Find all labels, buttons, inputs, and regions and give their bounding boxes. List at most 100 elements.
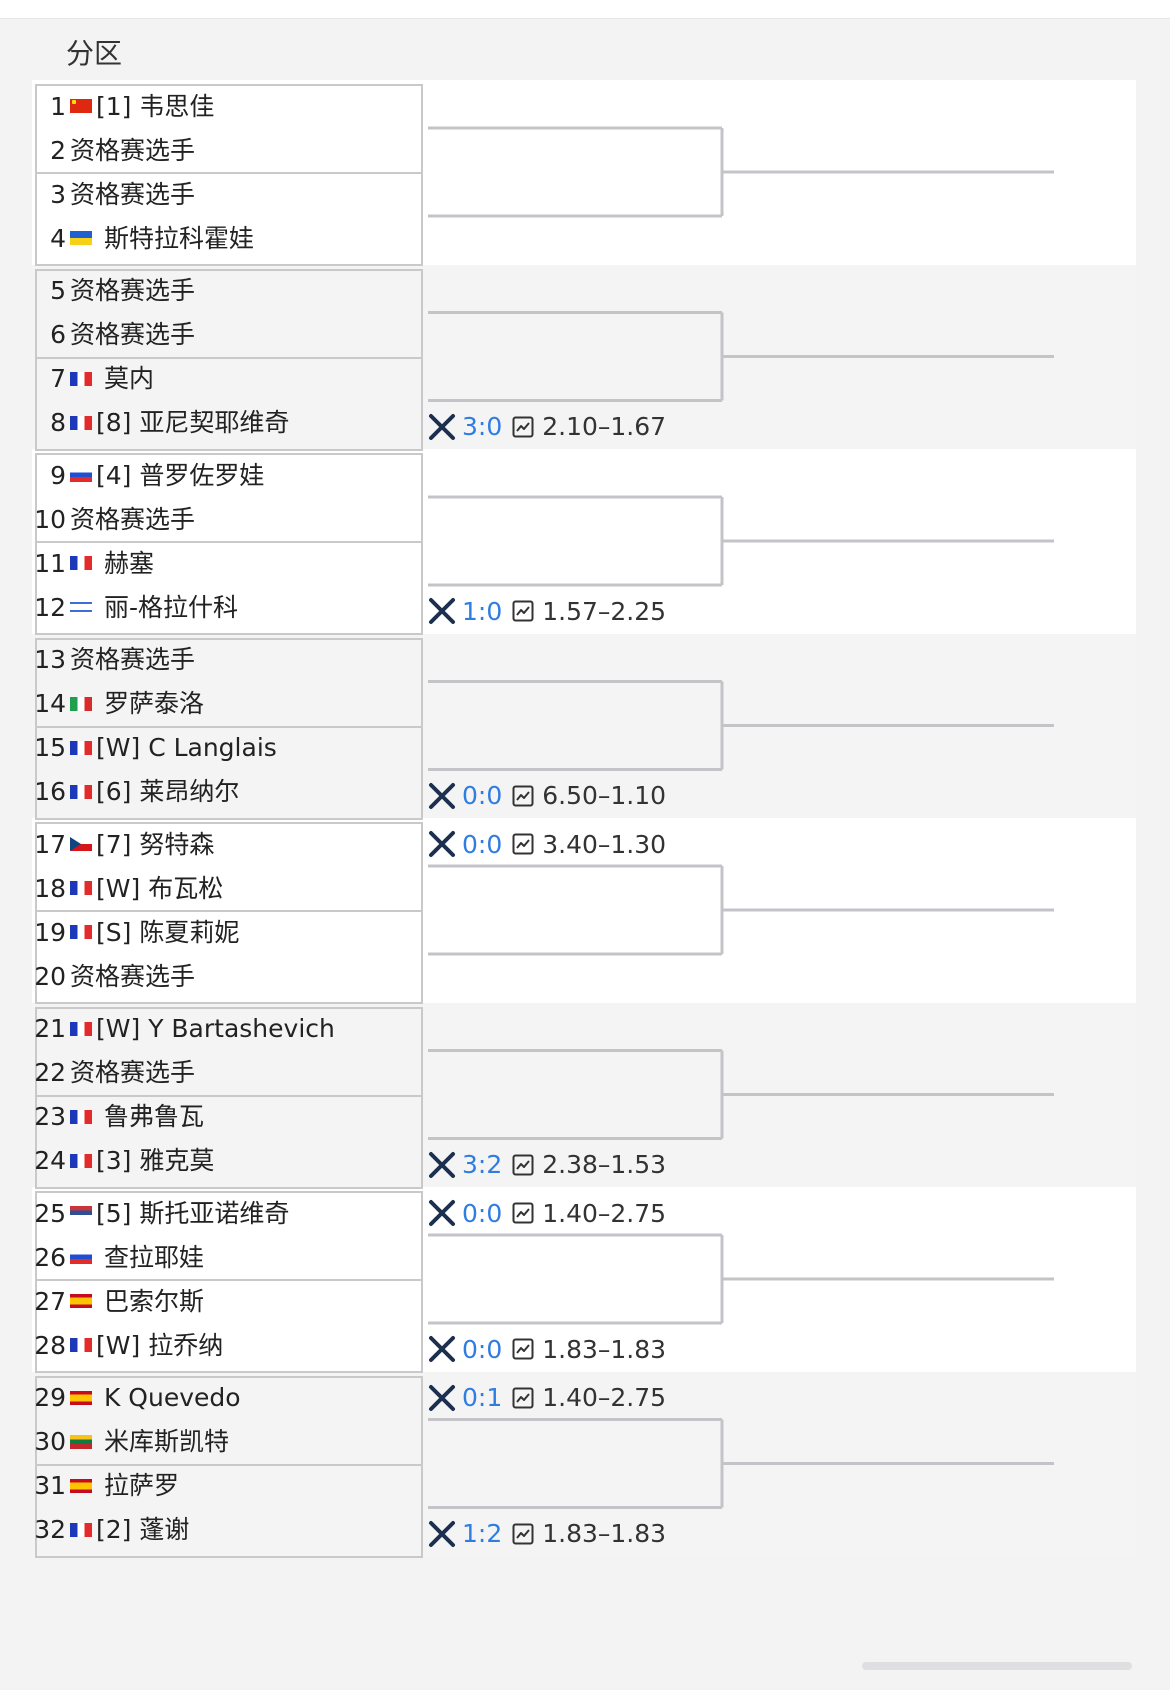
entry-row[interactable]: 23 鲁弗鲁瓦 bbox=[32, 1095, 420, 1139]
draw-position: 27 bbox=[34, 1286, 66, 1316]
entry-row[interactable]: 26 查拉耶娃 bbox=[32, 1235, 420, 1279]
player-name[interactable]: 斯托亚诺维奇 bbox=[139, 1198, 290, 1228]
match-score-link[interactable]: 0:0 bbox=[462, 1334, 503, 1364]
draw-position: 18 bbox=[34, 873, 66, 903]
entry-row[interactable]: 17[7] 努特森 bbox=[32, 822, 420, 866]
match-score-link[interactable]: 3:2 bbox=[462, 1150, 503, 1179]
entry-row[interactable]: 31 拉萨罗 bbox=[32, 1464, 420, 1508]
entry-row[interactable]: 4 斯特拉科霍娃 bbox=[32, 216, 420, 260]
entry-row[interactable]: 16[6] 莱昂纳尔 bbox=[32, 770, 420, 814]
player-name[interactable]: 韦思佳 bbox=[139, 91, 215, 121]
player-name[interactable]: 罗萨泰洛 bbox=[103, 689, 204, 718]
entry-row[interactable]: 18 [W] 布瓦松 bbox=[32, 866, 420, 910]
first-round-match-box bbox=[35, 822, 423, 916]
entry-row[interactable]: 15[W] C Langlais bbox=[32, 726, 420, 770]
player-name[interactable]: 鲁弗鲁瓦 bbox=[103, 1102, 204, 1131]
france-flag bbox=[70, 415, 92, 430]
player-name[interactable]: 巴索尔斯 bbox=[103, 1286, 204, 1316]
france-flag bbox=[70, 371, 92, 386]
entry-row[interactable]: 9[4] 普罗佐罗娃 bbox=[32, 453, 420, 497]
entry-row[interactable]: 8[8] 亚尼契耶维奇 bbox=[32, 401, 420, 445]
entry-row[interactable]: 29 K Quevedo bbox=[32, 1376, 420, 1420]
player-name[interactable]: 莱昂纳尔 bbox=[139, 777, 240, 806]
player-name[interactable]: 努特森 bbox=[139, 829, 215, 859]
match-score-link[interactable]: 1:0 bbox=[462, 596, 503, 626]
draw-position: 4 bbox=[50, 223, 66, 253]
match-score-link[interactable]: 1:2 bbox=[462, 1519, 503, 1548]
player-name[interactable]: 莫内 bbox=[103, 364, 154, 393]
odds-value: 3.40–1.30 bbox=[542, 829, 667, 859]
player-name[interactable]: 丽-格拉什科 bbox=[103, 592, 238, 622]
player-name[interactable]: 资格赛选手 bbox=[70, 961, 196, 991]
player-name[interactable]: 拉萨罗 bbox=[103, 1471, 179, 1500]
entry-row[interactable]: 27 巴索尔斯 bbox=[32, 1279, 420, 1323]
player-name[interactable]: 赫塞 bbox=[103, 548, 154, 578]
draw-position: 31 bbox=[34, 1471, 66, 1500]
entry-row[interactable]: 1[1] 韦思佳 bbox=[32, 84, 420, 128]
player-name[interactable]: 亚尼契耶维奇 bbox=[139, 408, 290, 437]
match-score-link[interactable]: 3:0 bbox=[462, 412, 503, 441]
player-name[interactable]: 普罗佐罗娃 bbox=[139, 460, 265, 490]
entry-row[interactable]: 19[S] 陈夏莉妮 bbox=[32, 910, 420, 954]
entry-row[interactable]: 32[2] 蓬谢 bbox=[32, 1508, 420, 1552]
section-title: 分区 bbox=[66, 37, 123, 70]
player-name[interactable]: K Quevedo bbox=[103, 1383, 241, 1412]
entry-row[interactable]: 30 米库斯凯特 bbox=[32, 1420, 420, 1464]
player-name[interactable]: 米库斯凯特 bbox=[103, 1427, 229, 1456]
match-score-link[interactable]: 0:0 bbox=[462, 781, 503, 810]
player-name[interactable]: 蓬谢 bbox=[139, 1515, 190, 1544]
horizontal-scrollbar[interactable] bbox=[862, 1662, 1132, 1670]
player-name[interactable]: 查拉耶娃 bbox=[103, 1242, 204, 1272]
player-name[interactable]: 雅克莫 bbox=[139, 1146, 215, 1175]
match-score-link[interactable]: 0:0 bbox=[462, 1198, 503, 1228]
player-name[interactable]: 陈夏莉妮 bbox=[139, 917, 240, 947]
player-name[interactable]: 布瓦松 bbox=[148, 873, 224, 903]
player-name[interactable]: 资格赛选手 bbox=[70, 1058, 196, 1087]
entry-row[interactable]: 11 赫塞 bbox=[32, 541, 420, 585]
entry-row[interactable]: 25[5] 斯托亚诺维奇 bbox=[32, 1191, 420, 1235]
player-name[interactable]: Y Bartashevich bbox=[148, 1014, 335, 1043]
entry-row[interactable]: 7 莫内 bbox=[32, 357, 420, 401]
draw-position: 14 bbox=[34, 689, 66, 718]
player-name[interactable]: 资格赛选手 bbox=[70, 179, 196, 209]
player-name[interactable]: C Langlais bbox=[148, 733, 277, 762]
entry-row[interactable]: 14 罗萨泰洛 bbox=[32, 682, 420, 726]
match-odds[interactable]: 0:0 3.40–1.30 bbox=[428, 828, 666, 860]
player-name[interactable]: 资格赛选手 bbox=[70, 320, 196, 349]
match-score-link[interactable]: 0:0 bbox=[462, 829, 503, 859]
seed-tag: [W] bbox=[96, 873, 149, 903]
player-name[interactable]: 斯特拉科霍娃 bbox=[103, 223, 254, 253]
crossed-swords-icon bbox=[429, 1200, 455, 1226]
lithuania-flag bbox=[70, 1434, 92, 1449]
player-name[interactable]: 资格赛选手 bbox=[70, 135, 196, 165]
match-score-link[interactable]: 0:1 bbox=[462, 1383, 503, 1412]
entry-row[interactable]: 21[W] Y Bartashevich bbox=[32, 1007, 420, 1051]
czech-triangle bbox=[70, 837, 81, 851]
entry-row[interactable]: 12 丽-格拉什科 bbox=[32, 585, 420, 629]
player-name[interactable]: 拉乔纳 bbox=[148, 1330, 224, 1360]
entry-row[interactable]: 24[3] 雅克莫 bbox=[32, 1139, 420, 1183]
player-name[interactable]: 资格赛选手 bbox=[70, 276, 196, 305]
entry-row[interactable]: 28[W] 拉乔纳 bbox=[32, 1323, 420, 1367]
player-name[interactable]: 资格赛选手 bbox=[70, 645, 196, 674]
player-name[interactable]: 资格赛选手 bbox=[70, 504, 196, 534]
trend-chart-icon bbox=[512, 1338, 534, 1360]
